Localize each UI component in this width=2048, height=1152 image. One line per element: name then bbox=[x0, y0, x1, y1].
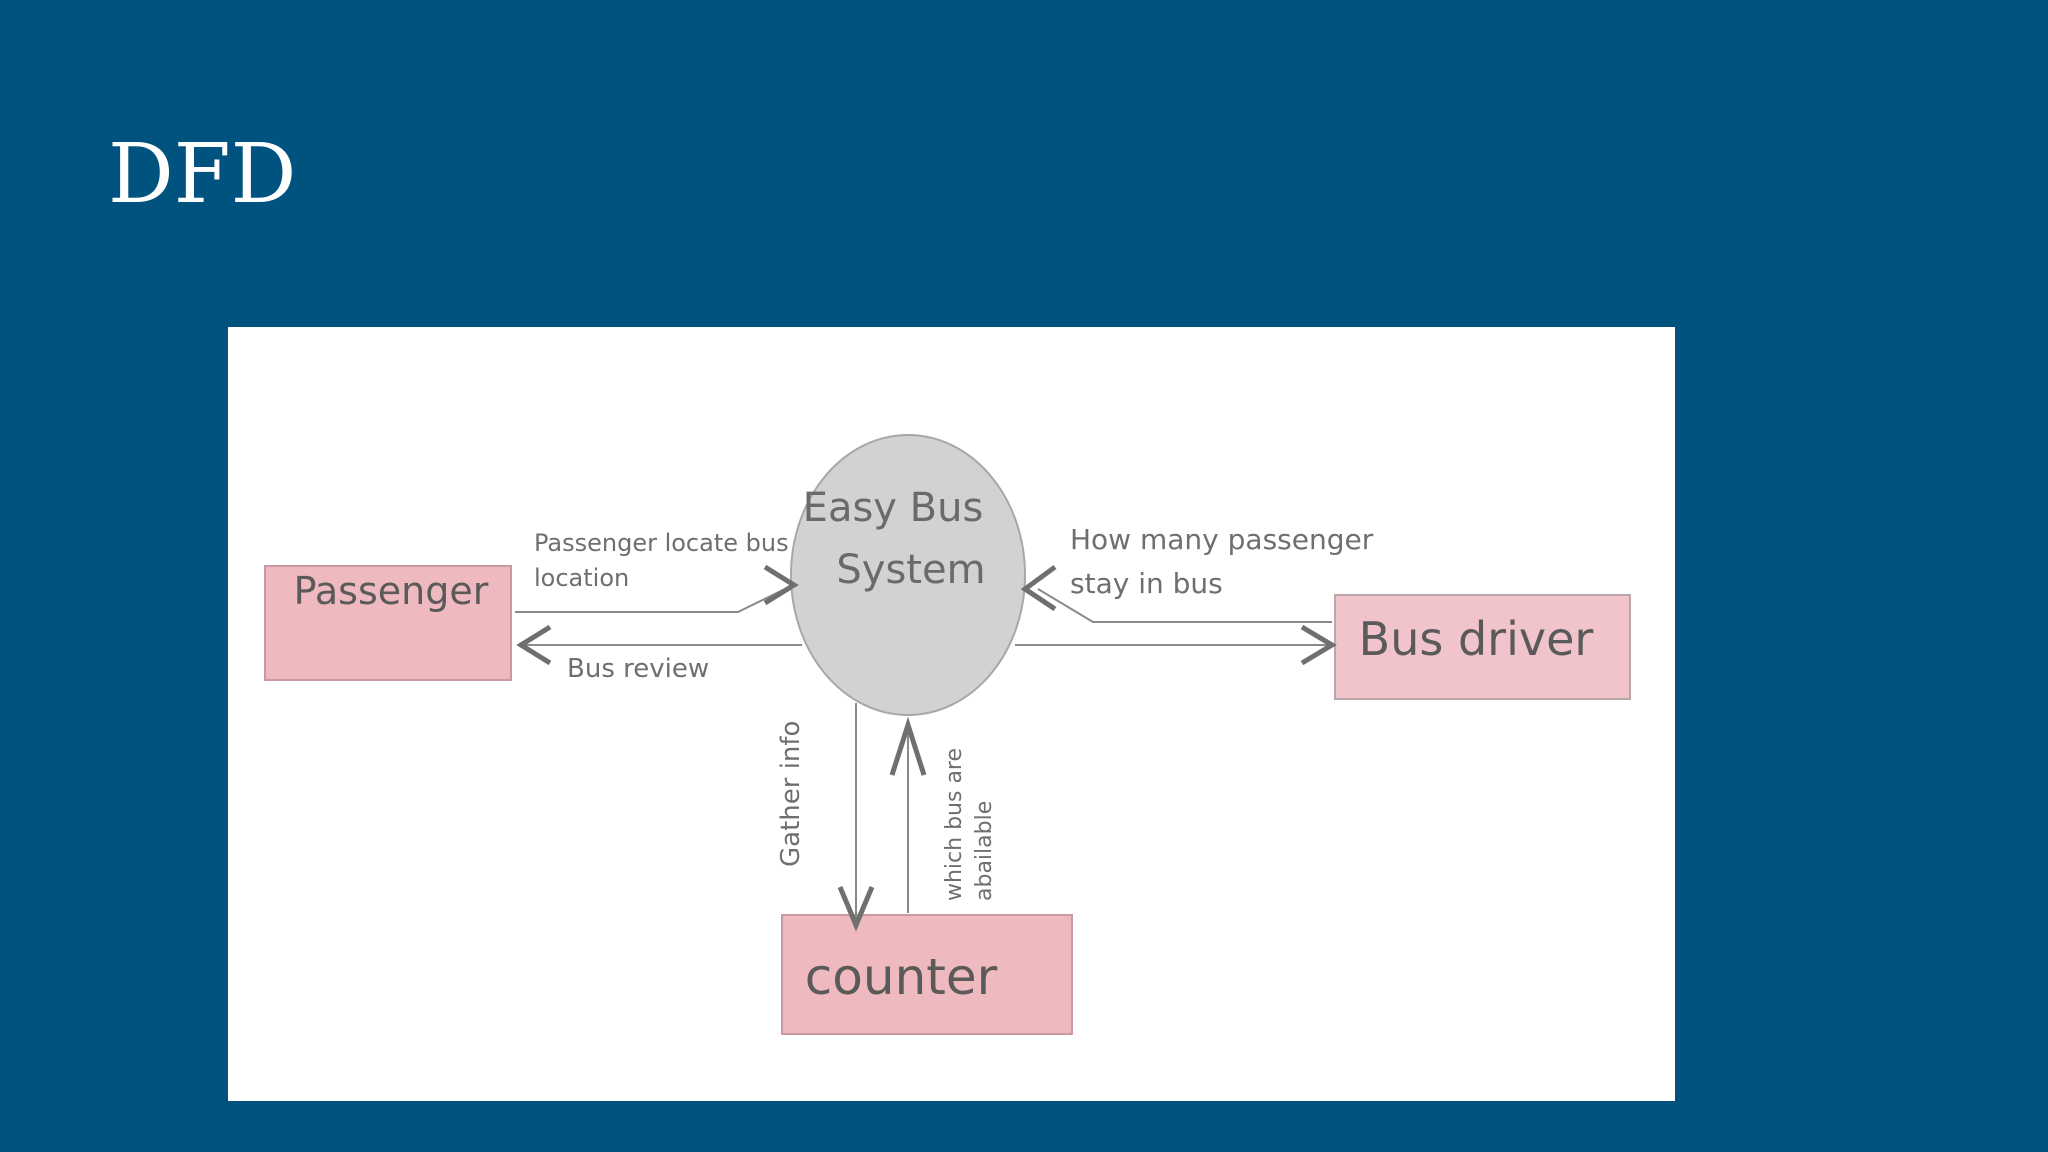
process-easy-bus-system bbox=[790, 434, 1026, 716]
flow-system-to-counter bbox=[837, 703, 875, 932]
flow-driver-to-system bbox=[1020, 564, 1332, 623]
flow-label-how-many-2: stay in bus bbox=[1070, 567, 1223, 600]
flow-label-how-many-1: How many passenger bbox=[1070, 523, 1374, 556]
flow-label-passenger-locate-2: location bbox=[534, 564, 629, 592]
entity-passenger bbox=[264, 565, 512, 681]
flow-label-passenger-locate-1: Passenger locate bus bbox=[534, 529, 789, 557]
entity-counter bbox=[781, 914, 1073, 1035]
entity-counter-label: counter bbox=[805, 948, 998, 1006]
entity-bus-driver bbox=[1334, 594, 1631, 700]
entity-passenger-label: Passenger bbox=[294, 569, 489, 613]
flow-system-to-passenger bbox=[516, 624, 802, 666]
flow-counter-to-system bbox=[889, 716, 927, 913]
flow-label-gather-info: Gather info bbox=[776, 721, 806, 867]
flow-label-bus-review: Bus review bbox=[567, 654, 709, 684]
slide-title: DFD bbox=[108, 127, 297, 222]
process-label-line1: Easy Bus bbox=[803, 485, 984, 531]
flow-passenger-to-system bbox=[515, 564, 799, 613]
dfd-diagram: Easy Bus System Passenger Bus driver cou… bbox=[228, 327, 1675, 1101]
flow-label-which-bus-2: abailable bbox=[972, 801, 997, 901]
flow-system-to-driver bbox=[1015, 624, 1337, 666]
entity-bus-driver-label: Bus driver bbox=[1359, 612, 1594, 666]
process-label-line2: System bbox=[836, 547, 985, 593]
flow-label-which-bus-1: which bus are bbox=[942, 748, 967, 901]
